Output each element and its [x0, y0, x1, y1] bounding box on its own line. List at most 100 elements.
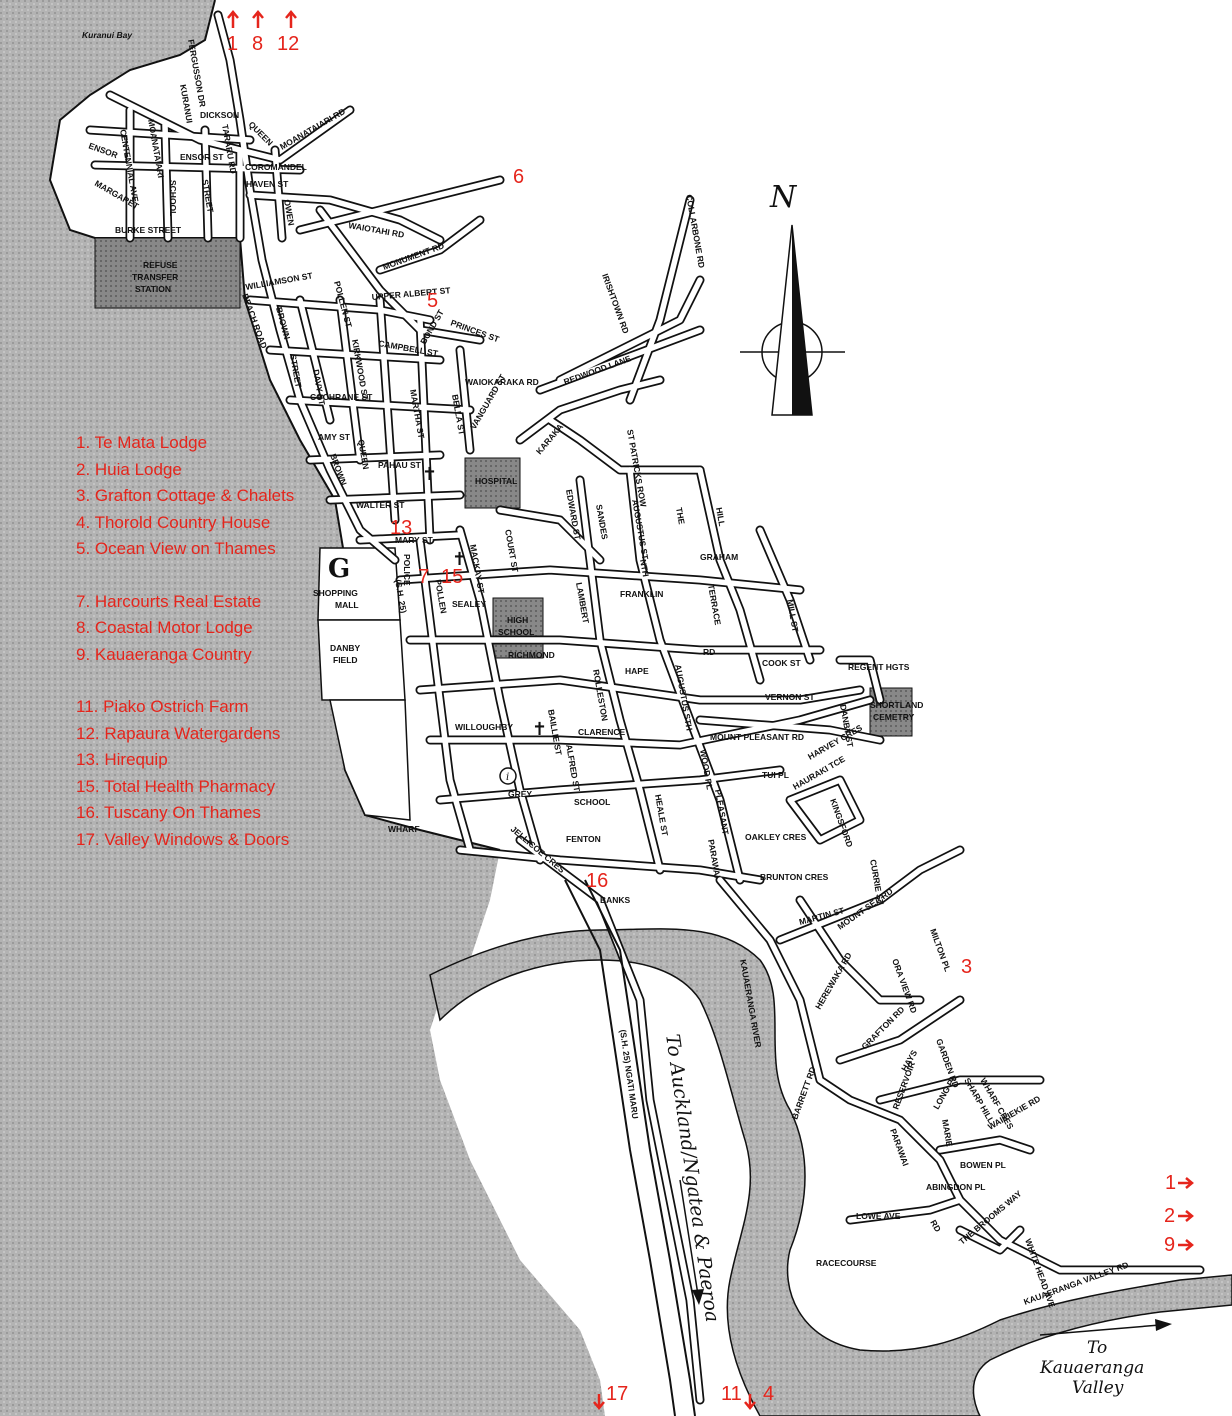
street-owen: OWEN [282, 199, 296, 227]
legend-item: 8. Coastal Motor Lodge [76, 618, 253, 637]
school-label-2: SCHOOL [168, 180, 178, 216]
refuse-label-2: TRANSFER [132, 272, 178, 282]
valley-label-3: Valley [1072, 1378, 1124, 1398]
north-label: N [769, 180, 798, 215]
street-banks: BANKS [600, 895, 631, 905]
marker-bottom-17[interactable]: 17 [593, 1383, 628, 1410]
street-pahau-st: PAHAU ST [378, 460, 422, 470]
church-symbol: ✝ [422, 464, 437, 485]
marker-right-9[interactable]: 9 [1164, 1234, 1194, 1256]
marker-6[interactable]: 6 [513, 166, 524, 188]
street-regent-hgts: REGENT HGTS [848, 662, 910, 672]
hospital-block [464, 457, 521, 509]
legend-gap [76, 563, 376, 589]
svg-text:8: 8 [252, 33, 263, 55]
street-williamson-st: WILLIAMSON ST [245, 270, 314, 292]
svg-text:12: 12 [277, 33, 299, 55]
street-mary-st: MARY ST [395, 535, 434, 545]
street-fenton: FENTON [566, 834, 601, 844]
legend-item: 12. Rapaura Watergardens [76, 723, 281, 743]
legend-item: 11. Piako Ostrich Farm [76, 697, 249, 716]
marker-right-1[interactable]: 1 [1165, 1172, 1194, 1194]
street-jellicoe-cres: JELLICOE CRES [509, 824, 567, 875]
valley-label-1: To [1087, 1338, 1107, 1358]
valley-arrowhead [1155, 1319, 1172, 1331]
street-abingdon-pl: ABINGDON PL [926, 1182, 986, 1192]
high-school-block [492, 597, 544, 659]
street-lowe-ave: LOWE AVE [856, 1211, 901, 1221]
marker-top-8[interactable]: 8 [252, 10, 264, 55]
north-arrow: N [740, 180, 845, 416]
danby-label-2: FIELD [333, 655, 358, 665]
street-barrett-rd: BARRETT RD [789, 1065, 817, 1120]
reclaimed-land [329, 699, 411, 821]
street-richmond: RICHMOND [508, 650, 555, 660]
state-highway [564, 879, 676, 1416]
street-coromandel: COROMANDEL [245, 162, 307, 172]
school-label-1: SCHOOL [574, 797, 610, 807]
street-haven-st: HAVEN ST [246, 179, 289, 189]
sea-area [0, 0, 605, 1416]
cemetery-label-2: CEMETRY [873, 712, 915, 722]
street-hill: HILL [714, 507, 727, 527]
street-franklin: FRANKLIN [620, 589, 663, 599]
church-symbol-3: ✝ [532, 719, 547, 740]
marker-bottom-4[interactable]: 4 [763, 1383, 774, 1405]
marker-16[interactable]: 16 [586, 870, 608, 892]
marker-bottom-11[interactable]: 11 [721, 1383, 756, 1410]
marker-5[interactable]: 5 [427, 290, 438, 312]
street-network-inner [87, 12, 1203, 1403]
street-burke-street: BURKE STREET [115, 225, 182, 235]
street-sandes: SANDES [594, 504, 610, 541]
kauaeranga-river [429, 928, 1232, 1416]
street-nth: NTH [638, 559, 651, 578]
high-school-label-2: SCHOOL [498, 627, 534, 637]
street-brunton-cres: BRUNTON CRES [760, 872, 829, 882]
svg-text:9: 9 [1164, 1234, 1175, 1256]
marker-15[interactable]: 15 [441, 566, 463, 588]
street-amy-st: AMY ST [318, 432, 351, 442]
marker-7[interactable]: 7 [418, 566, 429, 588]
mall-label-1: SHOPPING [313, 588, 358, 598]
street-vernon-st: VERNON ST [765, 692, 815, 702]
legend-item: 7. Harcourts Real Estate [76, 591, 262, 611]
marker-13[interactable]: 13 [390, 517, 412, 539]
refuse-label-3: STATION [135, 284, 171, 294]
svg-text:2: 2 [1164, 1205, 1175, 1227]
street-cochrane-st: COCHRANE ST [310, 392, 373, 402]
police-label: POLICE [402, 554, 412, 586]
state-highway-2 [584, 879, 696, 1416]
street-ensor-st: ENSOR ST [180, 152, 224, 162]
valley-arrow [1039, 1324, 1161, 1336]
legend-gap [76, 668, 376, 694]
church-symbol-2: ✝ [452, 549, 467, 570]
legend-item: 4. Thorold Country House [76, 512, 271, 532]
street-kuranui: KURANUI [178, 84, 195, 124]
street-ensor: ENSOR [87, 140, 119, 160]
legend-item: 17. Valley Windows & Doors [76, 829, 290, 849]
legend-item: 5. Ocean View on Thames [76, 539, 276, 558]
marker-top-12[interactable]: 12 [277, 10, 299, 55]
route-arrow [679, 1179, 699, 1296]
street-court-st: COURT ST [503, 529, 521, 574]
street-heale-st: HEALE ST [653, 794, 670, 838]
marker-3[interactable]: 3 [961, 956, 972, 978]
street-sh25-ngati-maru: (S.H. 25) NGATI MARU [618, 1029, 640, 1120]
street-ora-view-rd: ORA VIEW RD [890, 957, 919, 1014]
street-bowen-pl: BOWEN PL [960, 1160, 1006, 1170]
marker-top-1[interactable]: 1 [227, 10, 239, 55]
legend-item: 16. Tuscany On Thames [76, 803, 261, 822]
street-irishtown-rd: IRISHTOWN RD [600, 272, 631, 335]
street-walter-st: WALTER ST [356, 500, 405, 510]
street-mount-pleasant-rd: MOUNT PLEASANT RD [710, 732, 804, 742]
hospital-label: HOSPITAL [475, 476, 517, 486]
marker-right-2[interactable]: 2 [1164, 1205, 1194, 1227]
street-willoughby: WILLOUGHBY [455, 722, 513, 732]
refuse-label-1: REFUSE [143, 260, 178, 270]
legend-item: 13. Hirequip [76, 750, 168, 769]
svg-text:1: 1 [227, 33, 238, 55]
street-mount-sea-rd: MOUNT SEA RD [835, 886, 894, 932]
street-sealey: SEALEY [452, 599, 486, 609]
street-waiokaraka-rd: WAIOKARAKA RD [465, 377, 539, 387]
